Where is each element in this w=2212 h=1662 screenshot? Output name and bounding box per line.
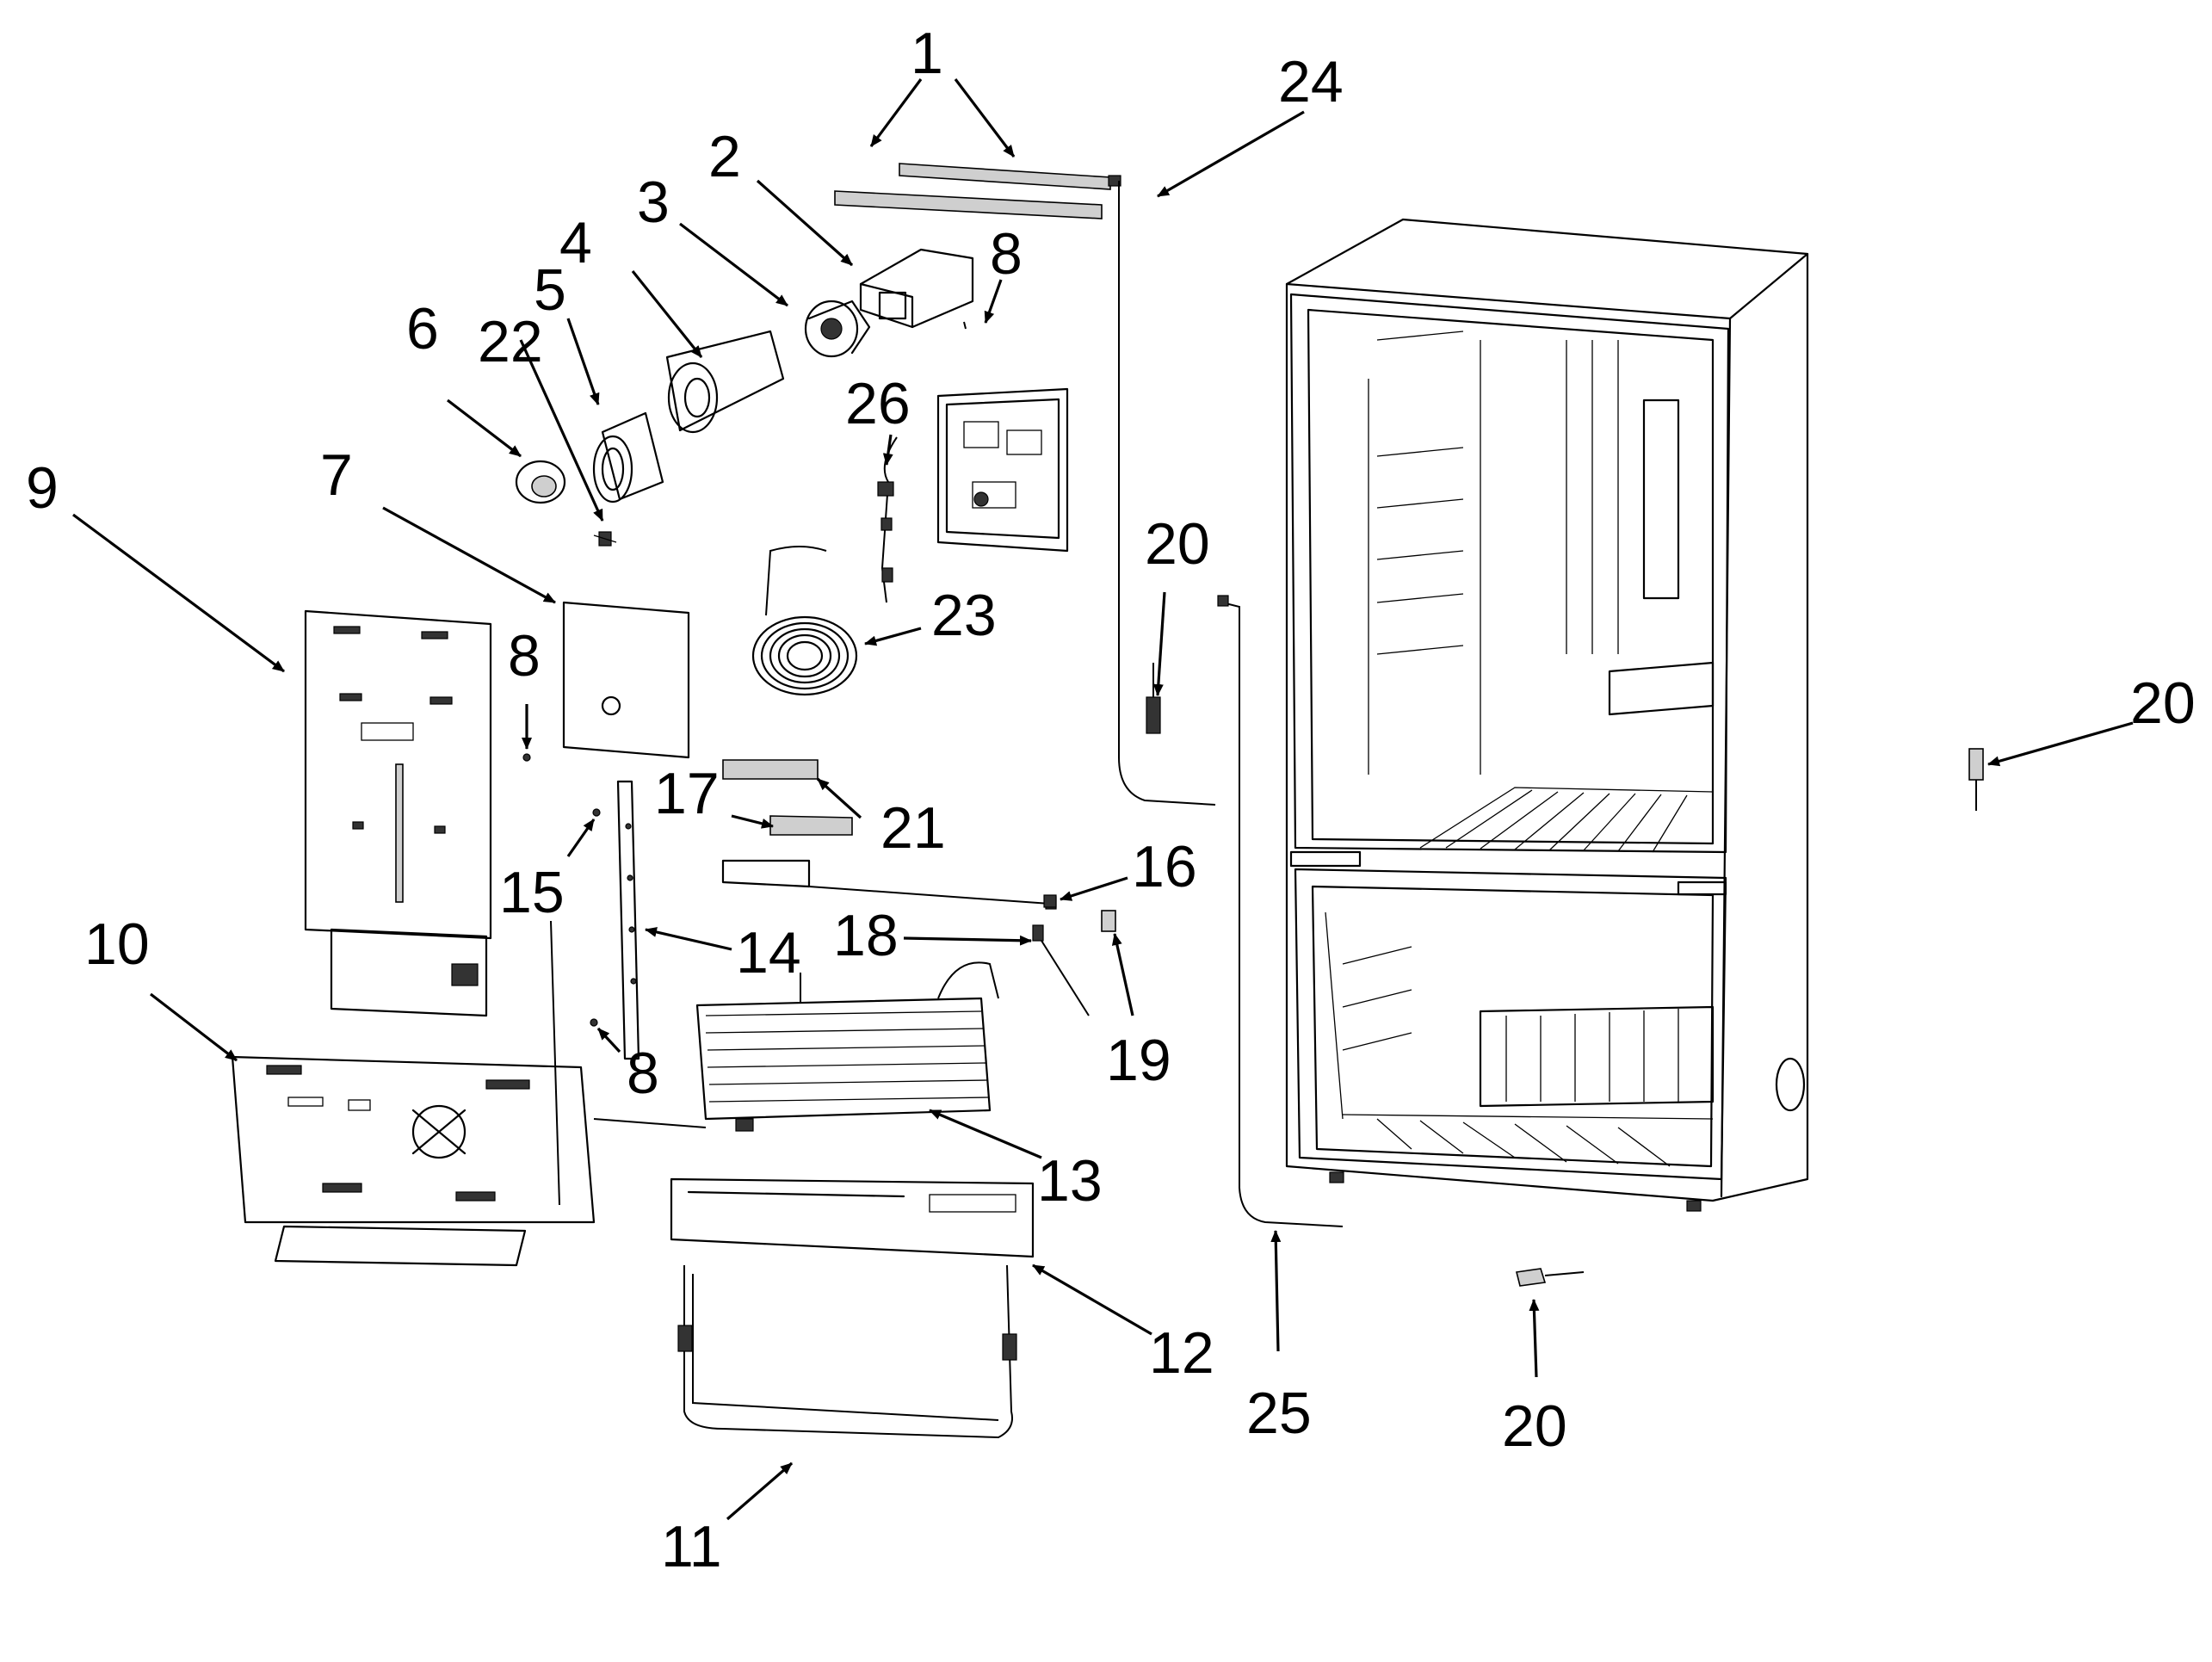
part-2-bracket bbox=[859, 248, 974, 329]
callout-25: 25 bbox=[1246, 1381, 1312, 1446]
callout-16: 16 bbox=[1132, 834, 1197, 899]
callout-15: 15 bbox=[499, 860, 565, 925]
callout-20-left: 20 bbox=[1145, 511, 1210, 577]
callout-11: 11 bbox=[661, 1514, 722, 1579]
part-19-clip bbox=[1101, 910, 1116, 932]
callout-13: 13 bbox=[1037, 1148, 1103, 1214]
callout-20-bottom: 20 bbox=[1502, 1393, 1567, 1459]
callout-4: 4 bbox=[559, 210, 592, 275]
part-1-rails bbox=[834, 163, 1121, 219]
part-12-drain-trough bbox=[670, 1177, 1035, 1258]
callout-3: 3 bbox=[637, 170, 670, 235]
part-26-sensor bbox=[877, 436, 898, 603]
part-5-sleeve bbox=[592, 411, 664, 504]
callout-23: 23 bbox=[931, 583, 997, 648]
part-8-screw-top bbox=[963, 321, 967, 330]
part-25-tube bbox=[1221, 602, 1344, 1227]
callout-21: 21 bbox=[880, 795, 946, 861]
part-14-vertical-bracket bbox=[616, 780, 640, 1060]
callout-17: 17 bbox=[654, 761, 720, 826]
callout-24: 24 bbox=[1278, 49, 1344, 114]
part-8-screw-bottom bbox=[590, 1018, 598, 1027]
leader-lines bbox=[72, 78, 2134, 1521]
part-6-knob bbox=[515, 460, 566, 504]
part-15-screw bbox=[592, 808, 601, 817]
part-13-evaporator bbox=[695, 961, 999, 1121]
part-control-box bbox=[936, 387, 1069, 553]
callout-6: 6 bbox=[406, 296, 439, 361]
part-18-sensor bbox=[1032, 924, 1090, 1016]
callout-12: 12 bbox=[1149, 1320, 1214, 1386]
part-20-sensor-bottom bbox=[1516, 1268, 1585, 1287]
part-25-fitting bbox=[1217, 595, 1229, 607]
part-20-sensor-right bbox=[1968, 748, 1984, 811]
callout-8-top: 8 bbox=[990, 221, 1023, 287]
callout-8-bottom: 8 bbox=[627, 1041, 659, 1106]
part-drain-bracket bbox=[721, 859, 1057, 910]
part-7-cover-plate bbox=[562, 601, 690, 759]
part-8-screw-mid bbox=[522, 753, 531, 762]
part-4-duct bbox=[665, 330, 785, 434]
part-rod bbox=[550, 920, 560, 1206]
part-22-clip bbox=[593, 531, 617, 547]
callout-18: 18 bbox=[833, 903, 899, 968]
callout-9: 9 bbox=[26, 455, 59, 521]
callout-14: 14 bbox=[736, 920, 801, 985]
callout-labels: 1 2 3 4 5 6 7 8 8 8 9 10 11 12 13 14 15 … bbox=[26, 21, 2196, 1579]
part-10-fan-housing bbox=[231, 1055, 754, 1267]
callout-19: 19 bbox=[1106, 1028, 1171, 1093]
part-9-rear-panel bbox=[304, 609, 492, 1017]
callout-5: 5 bbox=[534, 257, 566, 323]
part-17-pad bbox=[769, 815, 853, 836]
part-refrigerator-cabinet bbox=[1285, 218, 1809, 1212]
part-3-fan-motor bbox=[804, 300, 871, 358]
callout-7: 7 bbox=[320, 442, 353, 508]
part-11-defrost-heater bbox=[677, 1264, 1017, 1439]
part-23-coil bbox=[751, 546, 858, 696]
part-16-connector bbox=[1043, 894, 1057, 908]
callout-20-right: 20 bbox=[2130, 670, 2196, 736]
callout-1: 1 bbox=[911, 21, 943, 86]
callout-2: 2 bbox=[708, 124, 741, 189]
callout-22: 22 bbox=[478, 309, 543, 374]
callout-8-mid: 8 bbox=[508, 623, 541, 689]
part-24-tube bbox=[1118, 181, 1216, 806]
part-21-bracket bbox=[722, 759, 819, 780]
callout-26: 26 bbox=[845, 371, 911, 436]
callout-10: 10 bbox=[84, 911, 150, 977]
